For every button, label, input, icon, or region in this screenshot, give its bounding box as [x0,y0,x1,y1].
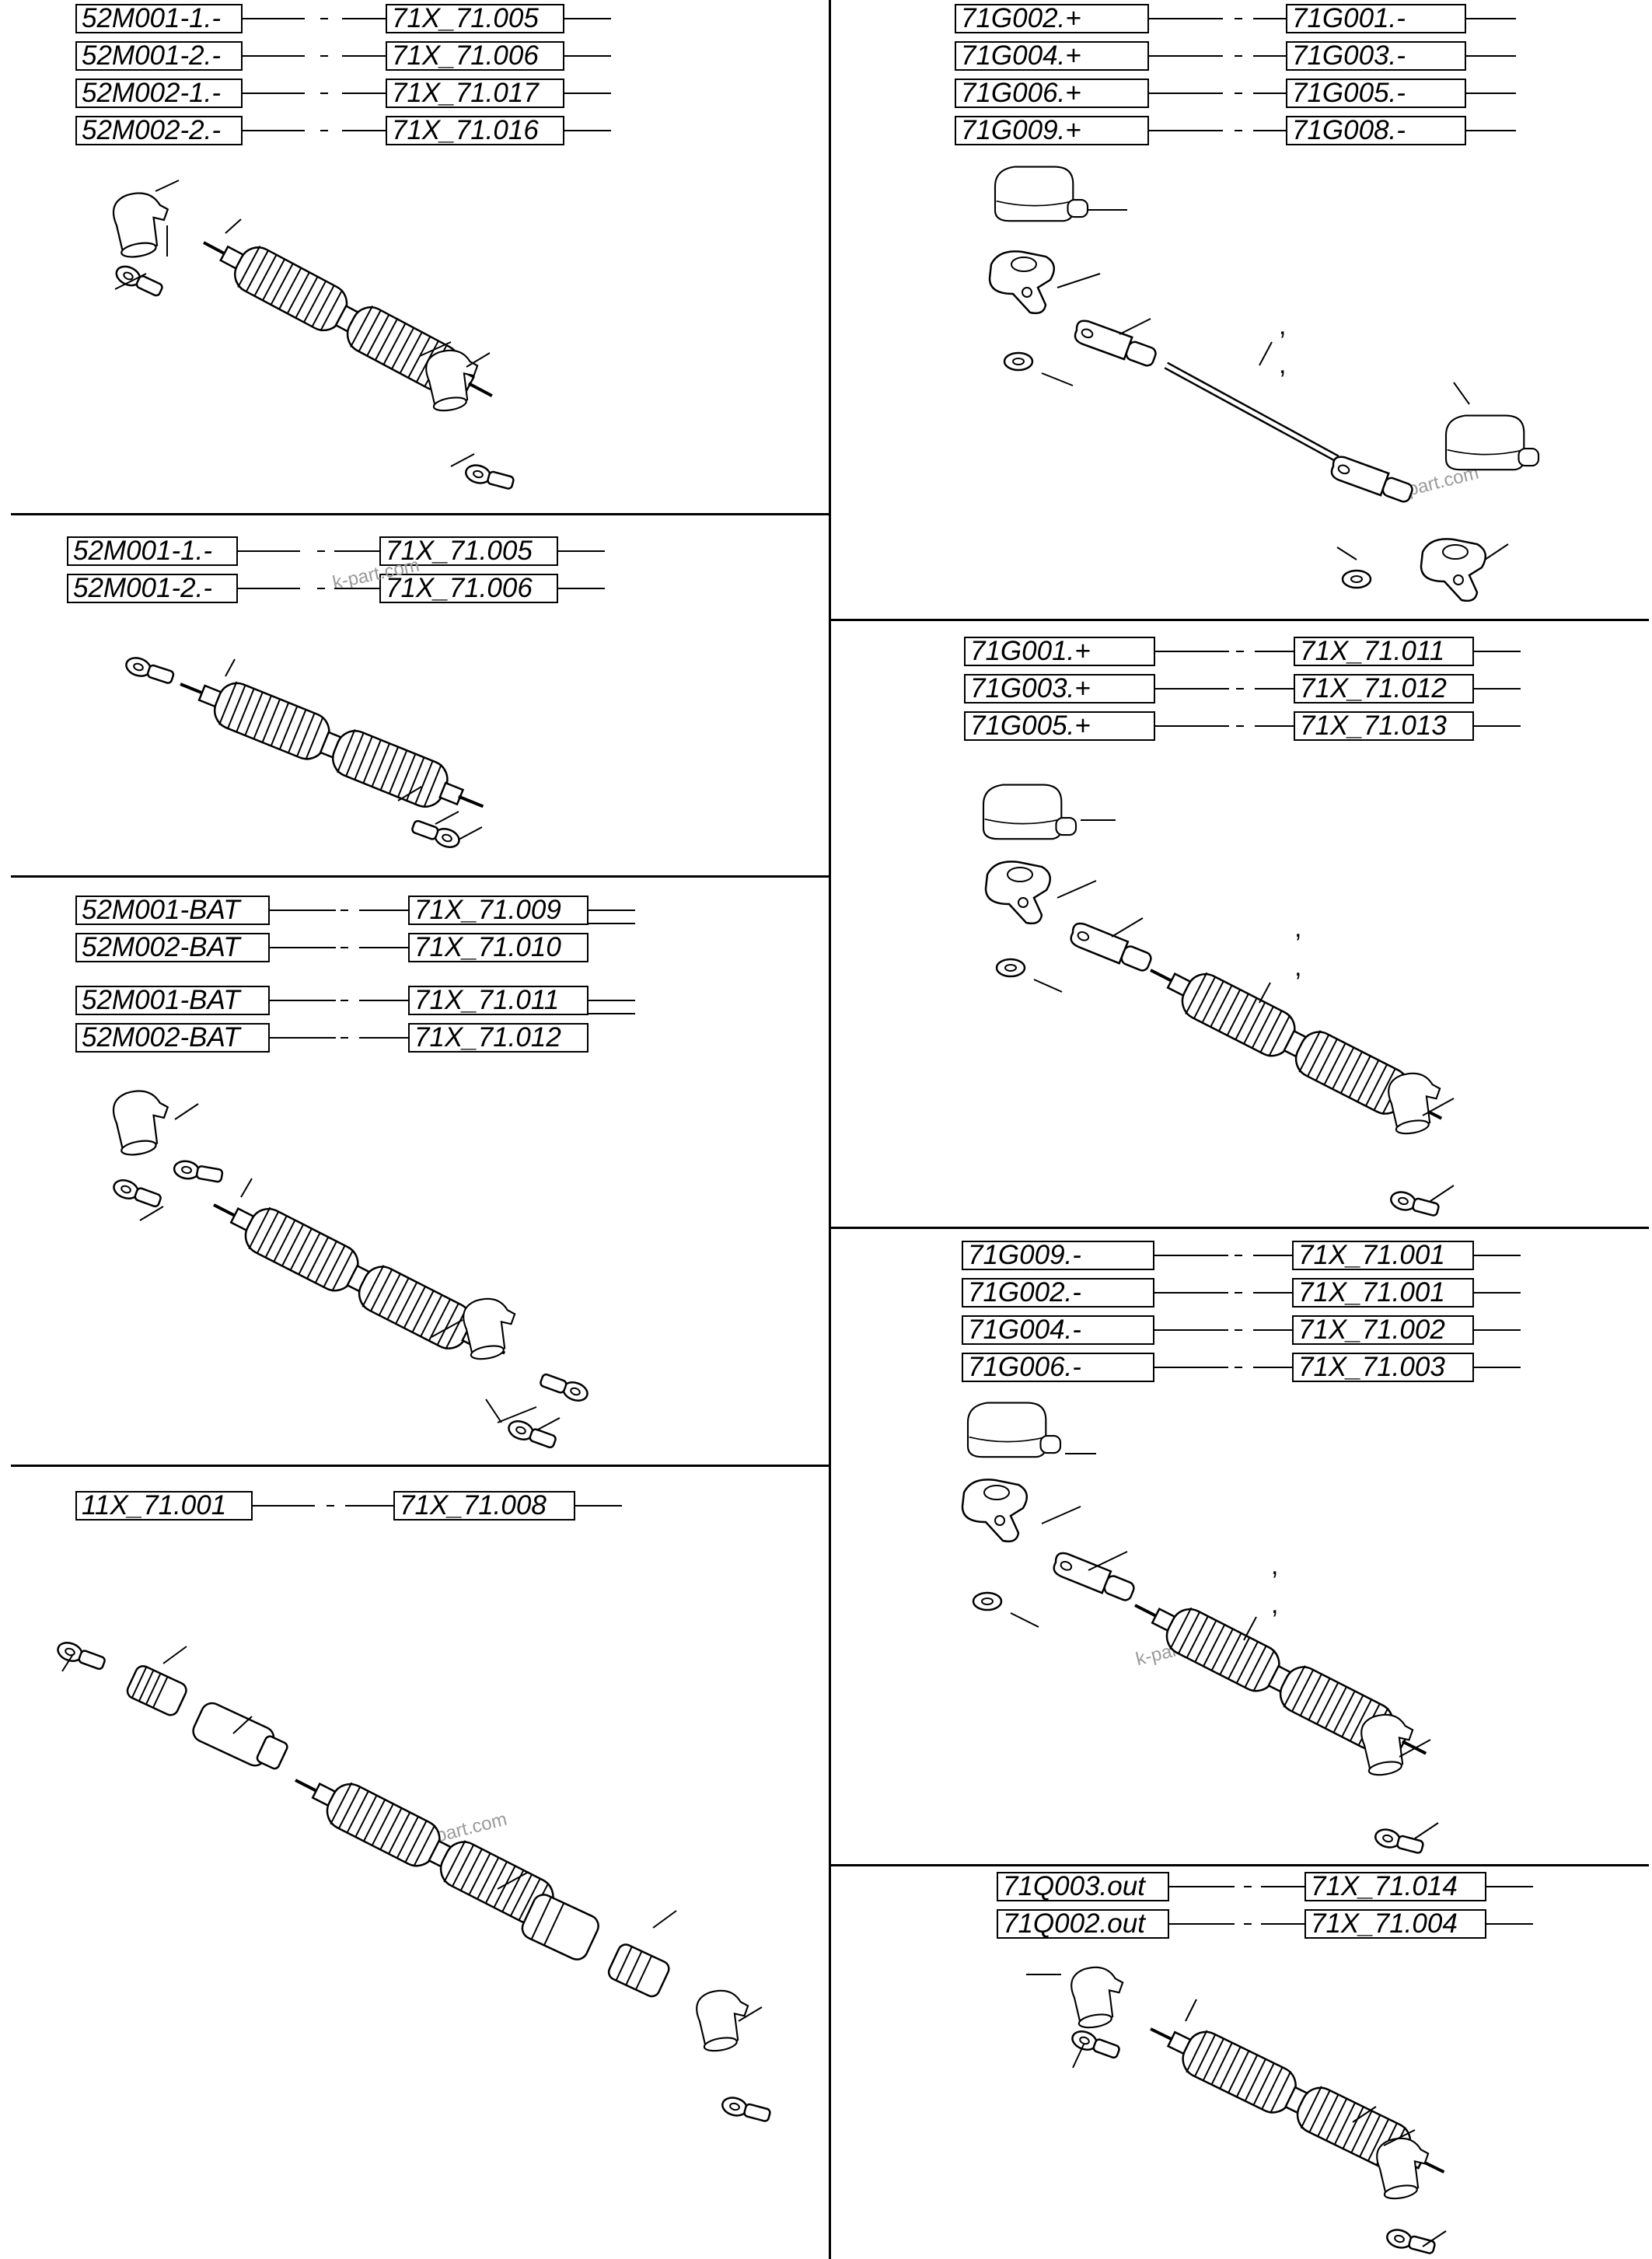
from-label: 71Q002.out [997,1909,1169,1939]
to-label: 71X_71.010 [408,933,589,962]
to-label: 71X_71.009 [408,896,589,925]
from-label: 71G003.+ [964,674,1155,704]
to-label: 71X_71.011 [408,986,589,1015]
to-label: 71X_71.001 [1292,1278,1474,1308]
comma-mark: , [1294,913,1302,943]
from-label: 71G002.+ [955,4,1149,33]
from-label: 52M002-2.- [75,116,243,145]
to-label: 71X_71.006 [386,41,564,71]
to-label: 71X_71.013 [1294,711,1474,741]
comma-mark: , [1279,350,1287,379]
from-label: 71G009.- [962,1241,1154,1270]
to-label: 71X_71.005 [379,536,558,566]
from-label: 71Q003.out [997,1872,1169,1901]
from-label: 71G004.- [962,1315,1154,1345]
to-label: 71G005.- [1286,79,1466,108]
to-label: 71X_71.002 [1292,1315,1474,1345]
panel-8-drawing [1026,1961,1455,2257]
to-label: 71G003.- [1286,41,1466,71]
to-label: 71X_71.012 [408,1023,589,1053]
comma-mark: , [1271,1551,1279,1580]
comma-mark: , [1271,1590,1279,1619]
comma-mark: , [1279,311,1287,340]
from-label: 71G009.+ [955,116,1149,145]
from-label: 52M002-BAT [75,1023,270,1053]
to-label: 71X_71.017 [386,79,564,108]
panel-6-drawing [982,784,1455,1220]
to-label: 71X_71.005 [386,4,564,33]
to-label: 71X_71.001 [1292,1241,1474,1270]
to-label: 71X_71.014 [1304,1872,1486,1901]
panel-5-drawing [988,166,1540,602]
comma-mark: , [1294,952,1302,982]
from-label: 71G004.+ [955,41,1149,71]
from-label: 71G005.+ [964,711,1155,741]
divider-left-3 [11,1465,829,1467]
panel-2-drawing [123,654,491,852]
from-label: 52M001-1.- [75,4,243,33]
from-label: 52M001-1.- [67,536,238,566]
panel-4-drawing [54,1638,773,2125]
divider-right-3 [831,1864,1649,1866]
from-label: 71G006.- [962,1353,1154,1382]
from-label: 52M002-1.- [75,79,243,108]
from-label: 71G002.- [962,1278,1154,1308]
from-label: 52M001-2.- [75,41,243,71]
divider-right-2 [831,1227,1649,1229]
from-label: 71G001.+ [964,637,1155,666]
label-leader-lines [238,18,1533,1925]
divider-left-1 [11,513,829,515]
to-label: 71X_71.011 [1294,637,1474,666]
to-label: 71X_71.012 [1294,674,1474,704]
from-label: 52M001-2.- [67,574,238,603]
from-label: 52M002-BAT [75,933,270,962]
to-label: 71X_71.016 [386,116,564,145]
panel-7-drawing [961,1402,1439,1857]
from-label: 71G006.+ [955,79,1149,108]
divider-right-1 [831,619,1649,621]
center-divider [829,0,831,2259]
to-label: 71G008.- [1286,116,1466,145]
panel-1-drawing [110,180,516,493]
from-label: 52M001-BAT [75,986,270,1015]
to-label: 71X_71.003 [1292,1353,1474,1382]
to-label: 71X_71.004 [1304,1909,1486,1939]
from-label: 11X_71.001 [75,1491,253,1521]
to-label: 71X_71.006 [379,574,558,603]
divider-left-2 [11,875,829,878]
to-label: 71X_71.008 [393,1491,575,1521]
to-label: 71G001.- [1286,4,1466,33]
from-label: 52M001-BAT [75,896,270,925]
panel-3-drawing [110,1085,592,1452]
